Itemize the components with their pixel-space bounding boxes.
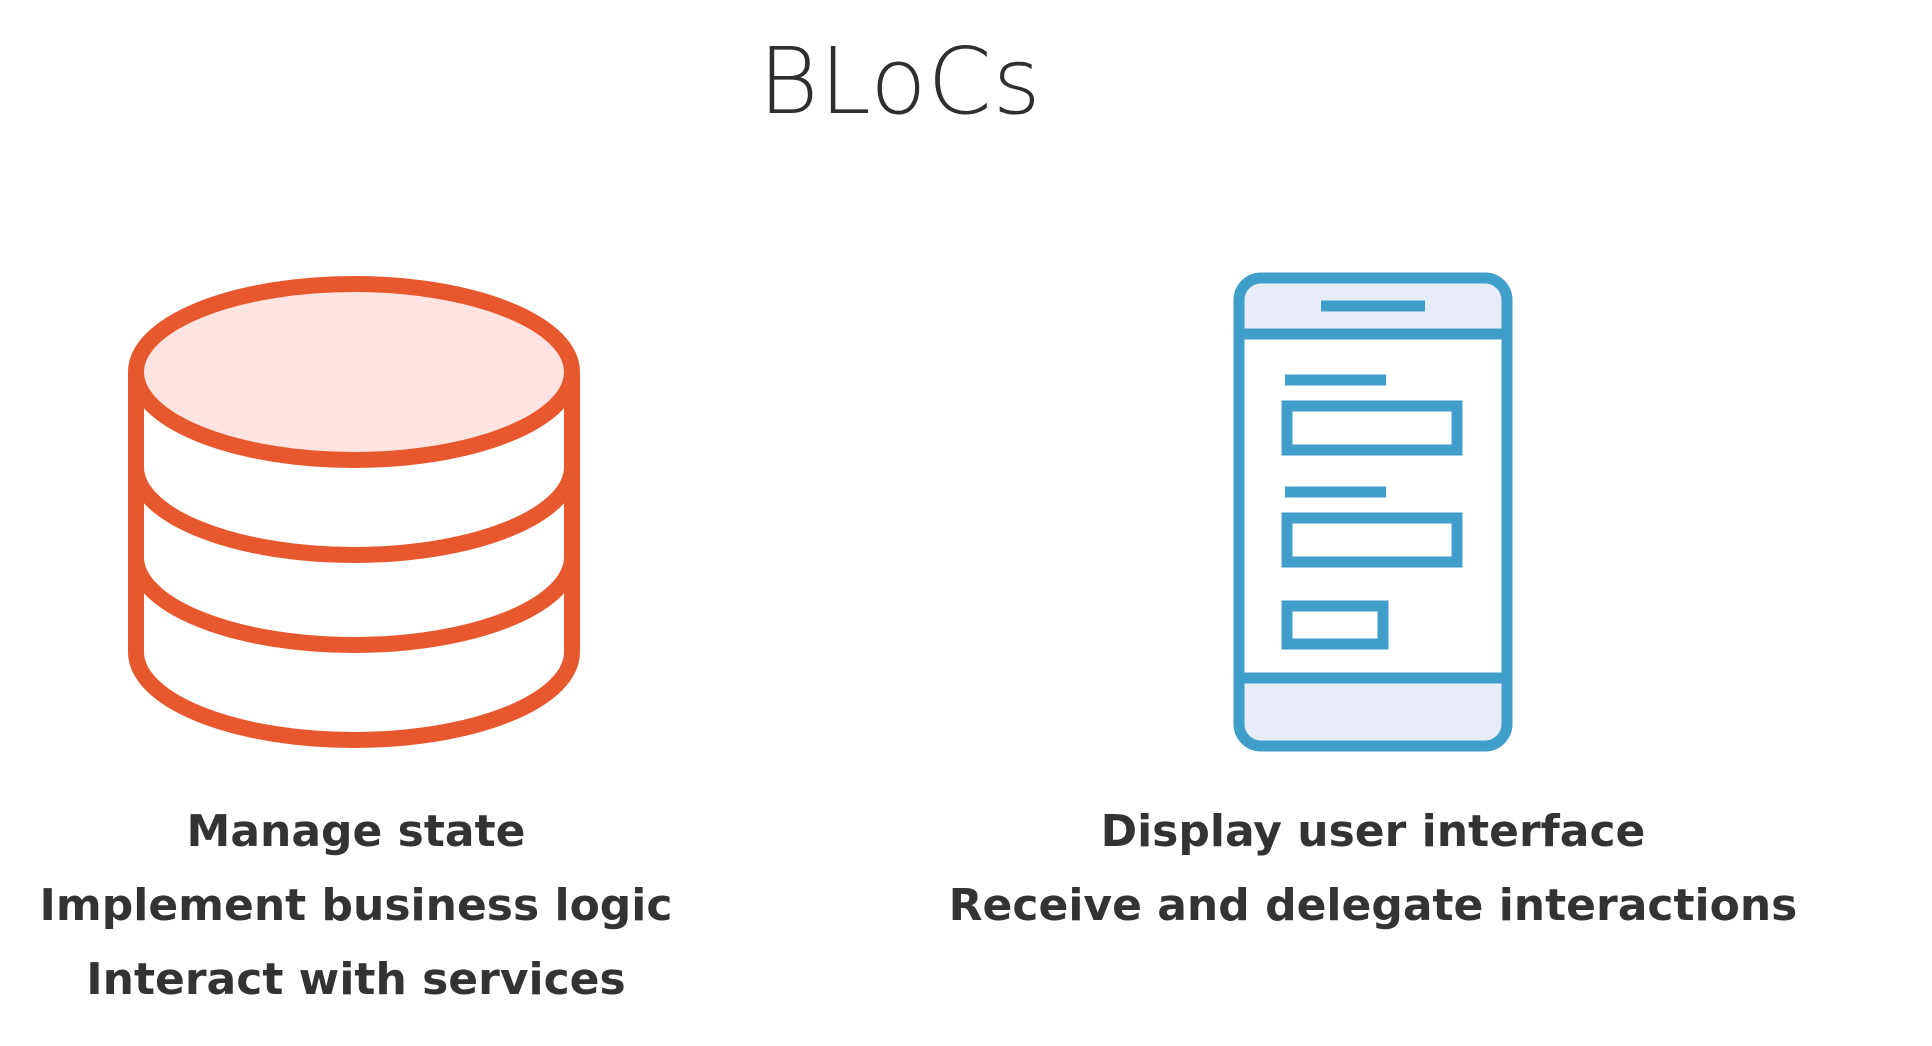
phone-button: [1281, 600, 1389, 650]
ui-column: Display user interface Receive and deleg…: [949, 0, 1932, 1046]
mobile-phone-icon-container: [907, 272, 1839, 752]
database-body: [128, 372, 580, 748]
database-icon-container: [0, 272, 710, 752]
database-top: [128, 276, 580, 468]
database-ring-2: [128, 556, 580, 653]
phone-frame: [1233, 272, 1513, 752]
ui-item-interactions: Receive and delegate interactions: [948, 880, 1798, 931]
bloc-item-business-logic: Implement business logic: [39, 880, 673, 931]
slide-title: BLoCs: [758, 28, 1042, 135]
phone-field-2: [1281, 512, 1463, 568]
database-ring-1: [128, 466, 580, 563]
bloc-item-manage-state: Manage state: [186, 806, 526, 857]
bloc-responsibilities: Manage state Implement business logic In…: [0, 795, 712, 1017]
bloc-column: Manage state Implement business logic In…: [0, 0, 712, 1046]
database-top-fill: [136, 284, 572, 460]
ui-responsibilities: Display user interface Receive and deleg…: [907, 795, 1839, 943]
phone-field-1: [1281, 400, 1463, 456]
database-icon: [128, 276, 580, 748]
mobile-phone-icon: [1233, 272, 1513, 752]
phone-footer-fill: [1239, 680, 1507, 746]
bloc-item-services: Interact with services: [86, 954, 626, 1005]
ui-item-display: Display user interface: [1100, 806, 1646, 857]
